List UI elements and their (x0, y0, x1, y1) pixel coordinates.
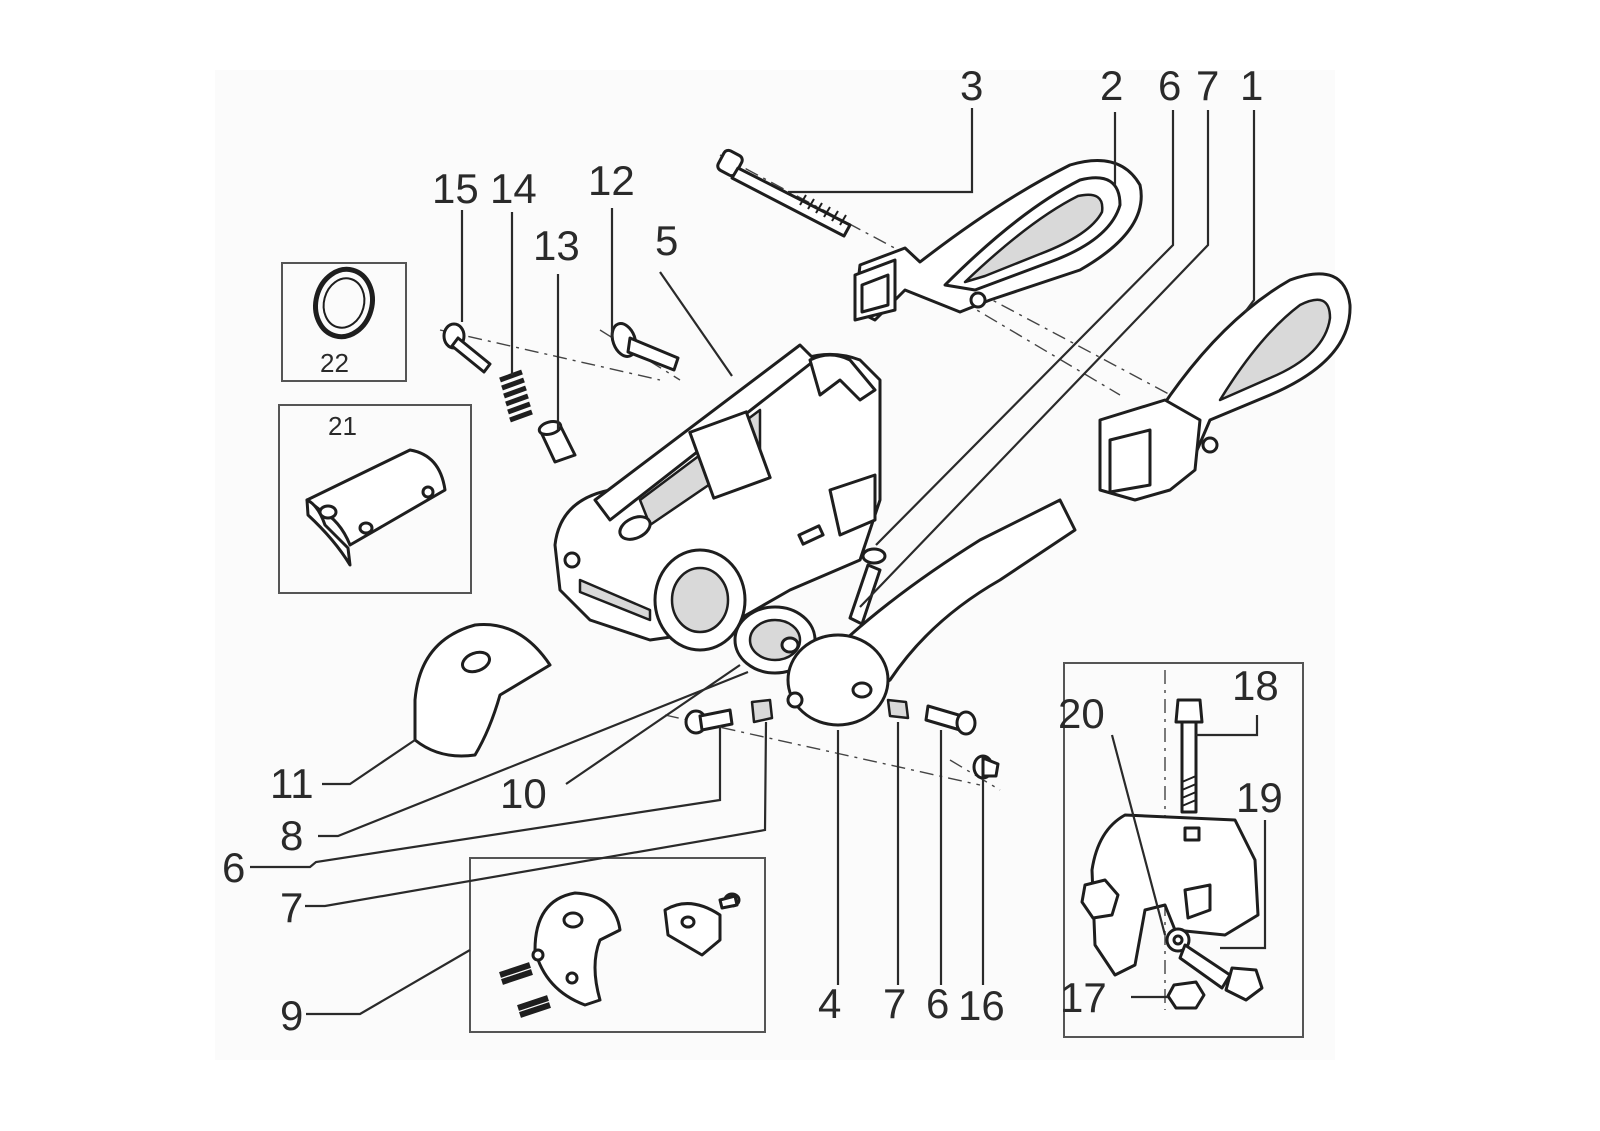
part-22-ring (313, 266, 375, 340)
callout-6-left: 6 (222, 844, 245, 891)
callout-6-bottom: 6 (926, 980, 949, 1027)
callout-labels: 3 2 6 7 1 15 14 12 13 5 22 21 11 10 8 6 … (222, 62, 1283, 1039)
part-18-bolt (1174, 698, 1204, 814)
part-19-bolt-side (1178, 943, 1264, 1002)
callout-9: 9 (280, 992, 303, 1039)
part-1-lower-handle (1098, 272, 1352, 502)
callout-11: 11 (270, 760, 314, 807)
callout-18: 18 (1232, 662, 1279, 709)
part-9-clamp-set (499, 891, 741, 1018)
callout-17: 17 (1060, 974, 1107, 1021)
leader-lines (250, 108, 1267, 1016)
part-15-pin (442, 322, 492, 374)
part-5-coupling-body (553, 343, 882, 652)
callout-7-top: 7 (1196, 62, 1219, 109)
callout-7-bottom: 7 (883, 980, 906, 1027)
callout-15: 15 (432, 165, 479, 212)
part-3-long-bolt (716, 148, 852, 238)
part-21-box (278, 404, 472, 594)
callout-4: 4 (818, 980, 841, 1027)
part-9-box (469, 857, 766, 1033)
part-19-bracket (1090, 813, 1260, 977)
part-6-7-screws-right (886, 698, 977, 736)
part-11-shell-cover (413, 623, 552, 758)
callout-10: 10 (500, 770, 547, 817)
callout-22: 22 (320, 348, 349, 378)
part-12-pin (610, 322, 680, 372)
part-13-bushing (537, 420, 577, 464)
part-4-lever (786, 498, 1077, 727)
part-17-20-box (1063, 662, 1304, 1038)
part-2-upper-handle (853, 159, 1143, 322)
callout-14: 14 (490, 165, 537, 212)
callout-8: 8 (280, 812, 303, 859)
callout-2: 2 (1100, 62, 1123, 109)
callout-3: 3 (960, 62, 983, 109)
part-16-plug (972, 754, 1000, 780)
part-22-box (281, 262, 407, 382)
callout-13: 13 (533, 222, 580, 269)
callout-1: 1 (1240, 62, 1263, 109)
callout-6-top: 6 (1158, 62, 1181, 109)
callout-16: 16 (958, 982, 1005, 1029)
part-6-7-screws-left (684, 698, 774, 735)
callout-5: 5 (655, 217, 678, 264)
part-20-washer (1165, 927, 1191, 953)
part-6-screw-center (848, 547, 887, 626)
callout-7-left: 7 (280, 884, 303, 931)
callout-19: 19 (1236, 774, 1283, 821)
part-14-spring (499, 369, 533, 423)
callout-21: 21 (328, 411, 357, 441)
part-17-nuts (1080, 878, 1206, 1010)
callout-12: 12 (588, 157, 635, 204)
part-21-cover (305, 448, 447, 567)
callout-20: 20 (1058, 690, 1105, 737)
